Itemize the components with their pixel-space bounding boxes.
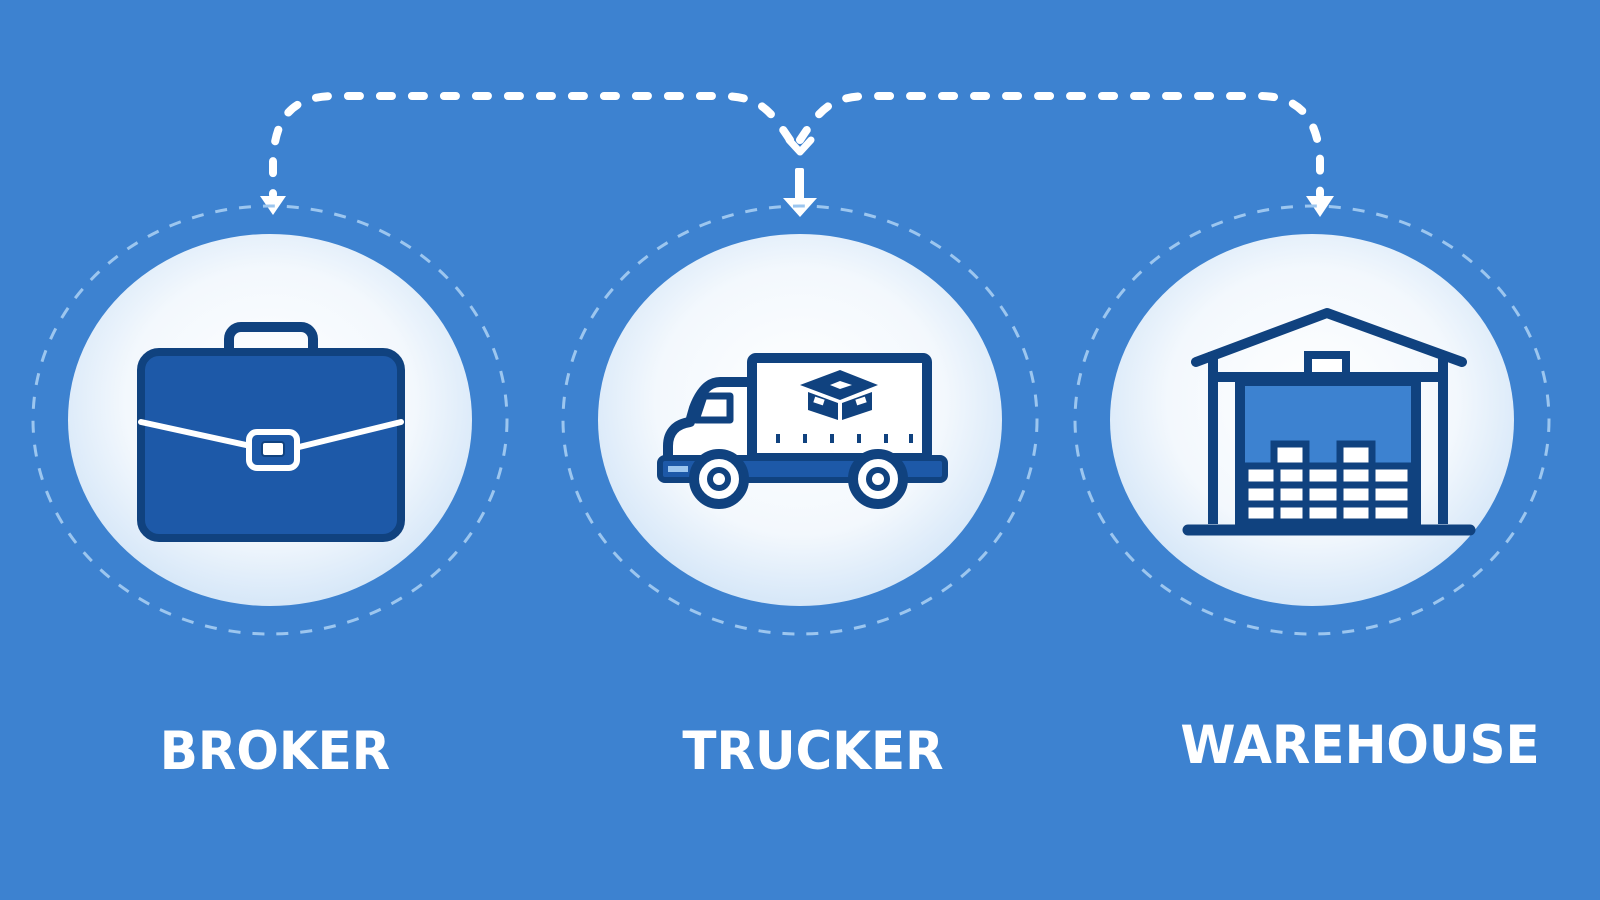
delivery-truck-icon <box>657 353 948 509</box>
package-icon <box>800 370 878 420</box>
arrow-down-icon <box>1306 196 1334 217</box>
broker-label: BROKER <box>159 720 391 782</box>
connector-lines <box>269 92 1324 199</box>
warehouse-ring <box>1073 204 1551 636</box>
warehouse-icon <box>1182 308 1476 536</box>
warehouse-label: WAREHOUSE <box>1180 714 1540 776</box>
broker-ring <box>31 204 509 636</box>
connector-to-broker <box>269 92 794 199</box>
hub-chevron-icon <box>785 136 815 156</box>
connector-to-warehouse <box>796 92 1324 199</box>
trucker-label: TRUCKER <box>682 720 944 782</box>
arrowheads <box>260 168 1334 217</box>
briefcase-icon <box>137 322 405 542</box>
trucker-ring <box>561 204 1039 636</box>
